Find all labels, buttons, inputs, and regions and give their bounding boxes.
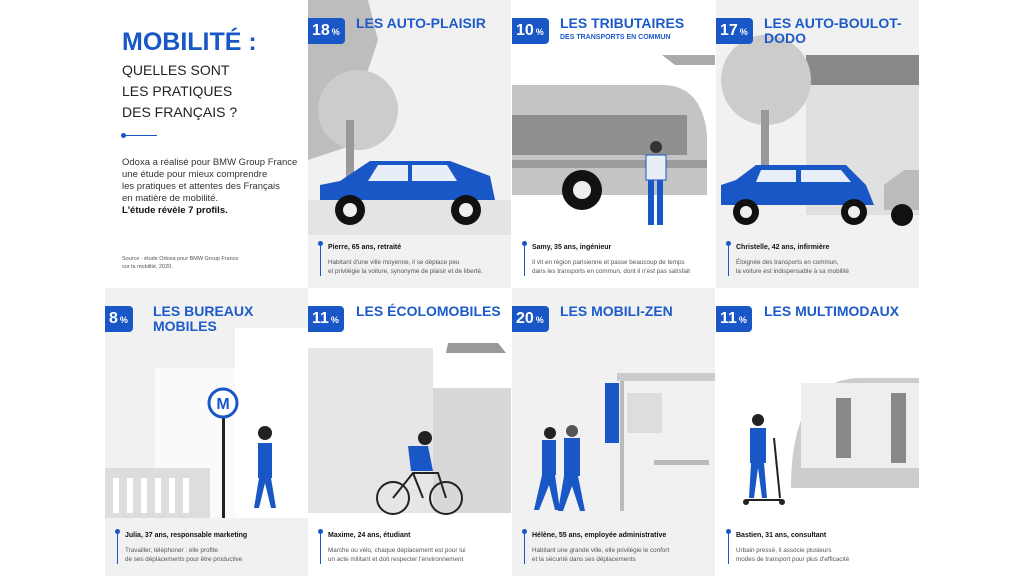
- profile-description: Éloignée des transports en commun, la voi…: [736, 258, 913, 276]
- desc-line: et privilégie la voiture, synonyme de pl…: [328, 268, 483, 275]
- profile-info: Pierre, 65 ans, retraité Habitant d'une …: [318, 241, 505, 276]
- person-name: Julia, 37 ans, responsable marketing: [125, 532, 248, 539]
- percent-sign: %: [535, 27, 544, 37]
- percentage-value: 10: [516, 22, 534, 39]
- desc-line: dans les transports en commun, dont il n…: [532, 268, 691, 275]
- profile-info: Bastien, 31 ans, consultant Urbain press…: [726, 529, 913, 564]
- profile-card-mobili-zen: 20% LES MOBILI-ZEN Hélène, 55 ans, emplo…: [512, 288, 715, 576]
- percentage-badge: 10%: [512, 18, 549, 44]
- percentage-badge: 11%: [716, 306, 752, 332]
- profile-description: Il vit en région parisienne et passe bea…: [532, 258, 709, 276]
- car-house-illustration: [721, 35, 919, 226]
- bus-illustration: [512, 55, 715, 225]
- metro-sign: M: [216, 396, 229, 413]
- percentage-value: 11: [312, 310, 329, 327]
- metro-illustration: M: [105, 328, 308, 518]
- percentage-value: 11: [720, 310, 737, 327]
- bus-stop-illustration: [534, 373, 715, 511]
- profile-title: LES AUTO-BOULOT-DODO: [764, 15, 902, 46]
- scooter-tram-illustration: [743, 378, 919, 505]
- desc-line: Éloignée des transports en commun,: [736, 259, 839, 266]
- person-name: Pierre, 65 ans, retraité: [328, 244, 402, 251]
- percentage-badge: 20%: [512, 306, 549, 332]
- profile-info: Maxime, 24 ans, étudiant Marche ou vélo,…: [318, 529, 505, 564]
- body-bold: L'étude révèle 7 profils.: [122, 205, 228, 216]
- body-line: une étude pour mieux comprendre: [122, 169, 268, 180]
- person-name: Christelle, 42 ans, infirmière: [736, 244, 830, 251]
- percentage-badge: 17%: [716, 18, 753, 44]
- desc-line: Il vit en région parisienne et passe bea…: [532, 259, 685, 266]
- divider-dot: [121, 133, 126, 138]
- profile-title: LES TRIBUTAIRES DES TRANSPORTS EN COMMUN: [560, 16, 710, 43]
- subtitle-line: QUELLES SONT: [122, 62, 230, 78]
- percentage-badge: 18%: [308, 18, 345, 44]
- subtitle-line: LES PRATIQUES: [122, 83, 233, 99]
- profile-title: LES AUTO-PLAISIR: [356, 15, 486, 31]
- desc-line: et la sécurité dans ses déplacements: [532, 556, 636, 563]
- desc-line: Habitant d'une ville moyenne, il se dépl…: [328, 259, 460, 266]
- title-text: LES TRIBUTAIRES: [560, 15, 685, 31]
- person-name: Maxime, 24 ans, étudiant: [328, 532, 411, 539]
- intro-panel: MOBILITÉ : QUELLES SONT LES PRATIQUES DE…: [105, 0, 308, 288]
- desc-line: Habitant une grande ville, elle privilég…: [532, 547, 670, 554]
- desc-line: Marche ou vélo, chaque déplacement est p…: [328, 547, 466, 554]
- profile-description: Habitant d'une ville moyenne, il se dépl…: [328, 258, 505, 276]
- desc-line: de ses déplacements pour être productive: [125, 556, 243, 563]
- person-name: Bastien, 31 ans, consultant: [736, 532, 827, 539]
- profile-description: Travailler, téléphoner : elle profite de …: [125, 546, 302, 564]
- percentage-value: 8: [109, 310, 118, 327]
- profile-description: Urbain pressé, il associe plusieurs modes…: [736, 546, 913, 564]
- body-line: Odoxa a réalisé pour BMW Group France: [122, 157, 298, 168]
- title-subtitle: DES TRANSPORTS EN COMMUN: [560, 34, 671, 41]
- desc-line: Travailler, téléphoner : elle profite: [125, 547, 218, 554]
- profile-title: LES BUREAUX MOBILES: [153, 303, 254, 334]
- percentage-badge: 8%: [105, 306, 133, 332]
- percent-sign: %: [738, 315, 747, 325]
- source: Source : étude Odoxa pour BMW Group Fran…: [122, 255, 238, 271]
- intro-body: Odoxa a réalisé pour BMW Group France un…: [122, 157, 297, 217]
- desc-line: un acte militant et doit respecter l'env…: [328, 556, 464, 563]
- percent-sign: %: [739, 27, 748, 37]
- desc-line: Urbain pressé, il associe plusieurs: [736, 547, 832, 554]
- desc-line: modes de transport pour plus d'efficacit…: [736, 556, 850, 563]
- profile-card-auto-plaisir: 18% LES AUTO-PLAISIR Pierre, 65 ans, ret…: [308, 0, 511, 288]
- profile-title: LES MOBILI-ZEN: [560, 303, 673, 319]
- profile-info: Christelle, 42 ans, infirmière Éloignée …: [726, 241, 913, 276]
- car-tree-illustration: [308, 0, 511, 235]
- percent-sign: %: [330, 315, 339, 325]
- percent-sign: %: [535, 315, 544, 325]
- body-line: en matière de mobilité.: [122, 193, 219, 204]
- person-name: Samy, 35 ans, ingénieur: [532, 244, 612, 251]
- profile-info: Hélène, 55 ans, employée administrative …: [522, 529, 709, 564]
- divider: [122, 135, 157, 136]
- percentage-value: 18: [312, 22, 330, 39]
- profile-info: Julia, 37 ans, responsable marketing Tra…: [115, 529, 302, 564]
- profile-title: LES MULTIMODAUX: [764, 303, 900, 319]
- subtitle: QUELLES SONT LES PRATIQUES DES FRANÇAIS …: [122, 60, 237, 123]
- percent-sign: %: [331, 27, 340, 37]
- profile-description: Marche ou vélo, chaque déplacement est p…: [328, 546, 505, 564]
- profile-card-multimodaux: 11% LES MULTIMODAUX Bastien, 31 ans, con…: [716, 288, 919, 576]
- profile-card-auto-boulot-dodo: 17% LES AUTO-BOULOT-DODO Christelle, 42 …: [716, 0, 919, 288]
- source-line: Source : étude Odoxa pour BMW Group Fran…: [122, 256, 239, 262]
- profile-title: LES ÉCOLOMOBILES: [356, 303, 501, 319]
- percentage-value: 17: [720, 22, 738, 39]
- percentage-value: 20: [516, 310, 534, 327]
- subtitle-line: DES FRANÇAIS ?: [122, 104, 238, 120]
- profile-info: Samy, 35 ans, ingénieur Il vit en région…: [522, 241, 709, 276]
- bicycle-illustration: [308, 343, 511, 515]
- source-line: sur la mobilité, 2020.: [122, 264, 173, 270]
- person-name: Hélène, 55 ans, employée administrative: [532, 532, 667, 539]
- percent-sign: %: [119, 315, 128, 325]
- main-title: MOBILITÉ :: [122, 28, 257, 56]
- profile-card-bureaux-mobiles: M 8% LES BUREAUX MOBILES Julia, 37 ans, …: [105, 288, 308, 576]
- profile-description: Habitant une grande ville, elle privilég…: [532, 546, 709, 564]
- percentage-badge: 11%: [308, 306, 344, 332]
- body-line: les pratiques et attentes des Français: [122, 181, 280, 192]
- desc-line: la voiture est indispensable à sa mobili…: [736, 268, 850, 275]
- profile-card-ecolomobiles: 11% LES ÉCOLOMOBILES Maxime, 24 ans, étu…: [308, 288, 511, 576]
- profile-card-tributaires: 10% LES TRIBUTAIRES DES TRANSPORTS EN COM…: [512, 0, 715, 288]
